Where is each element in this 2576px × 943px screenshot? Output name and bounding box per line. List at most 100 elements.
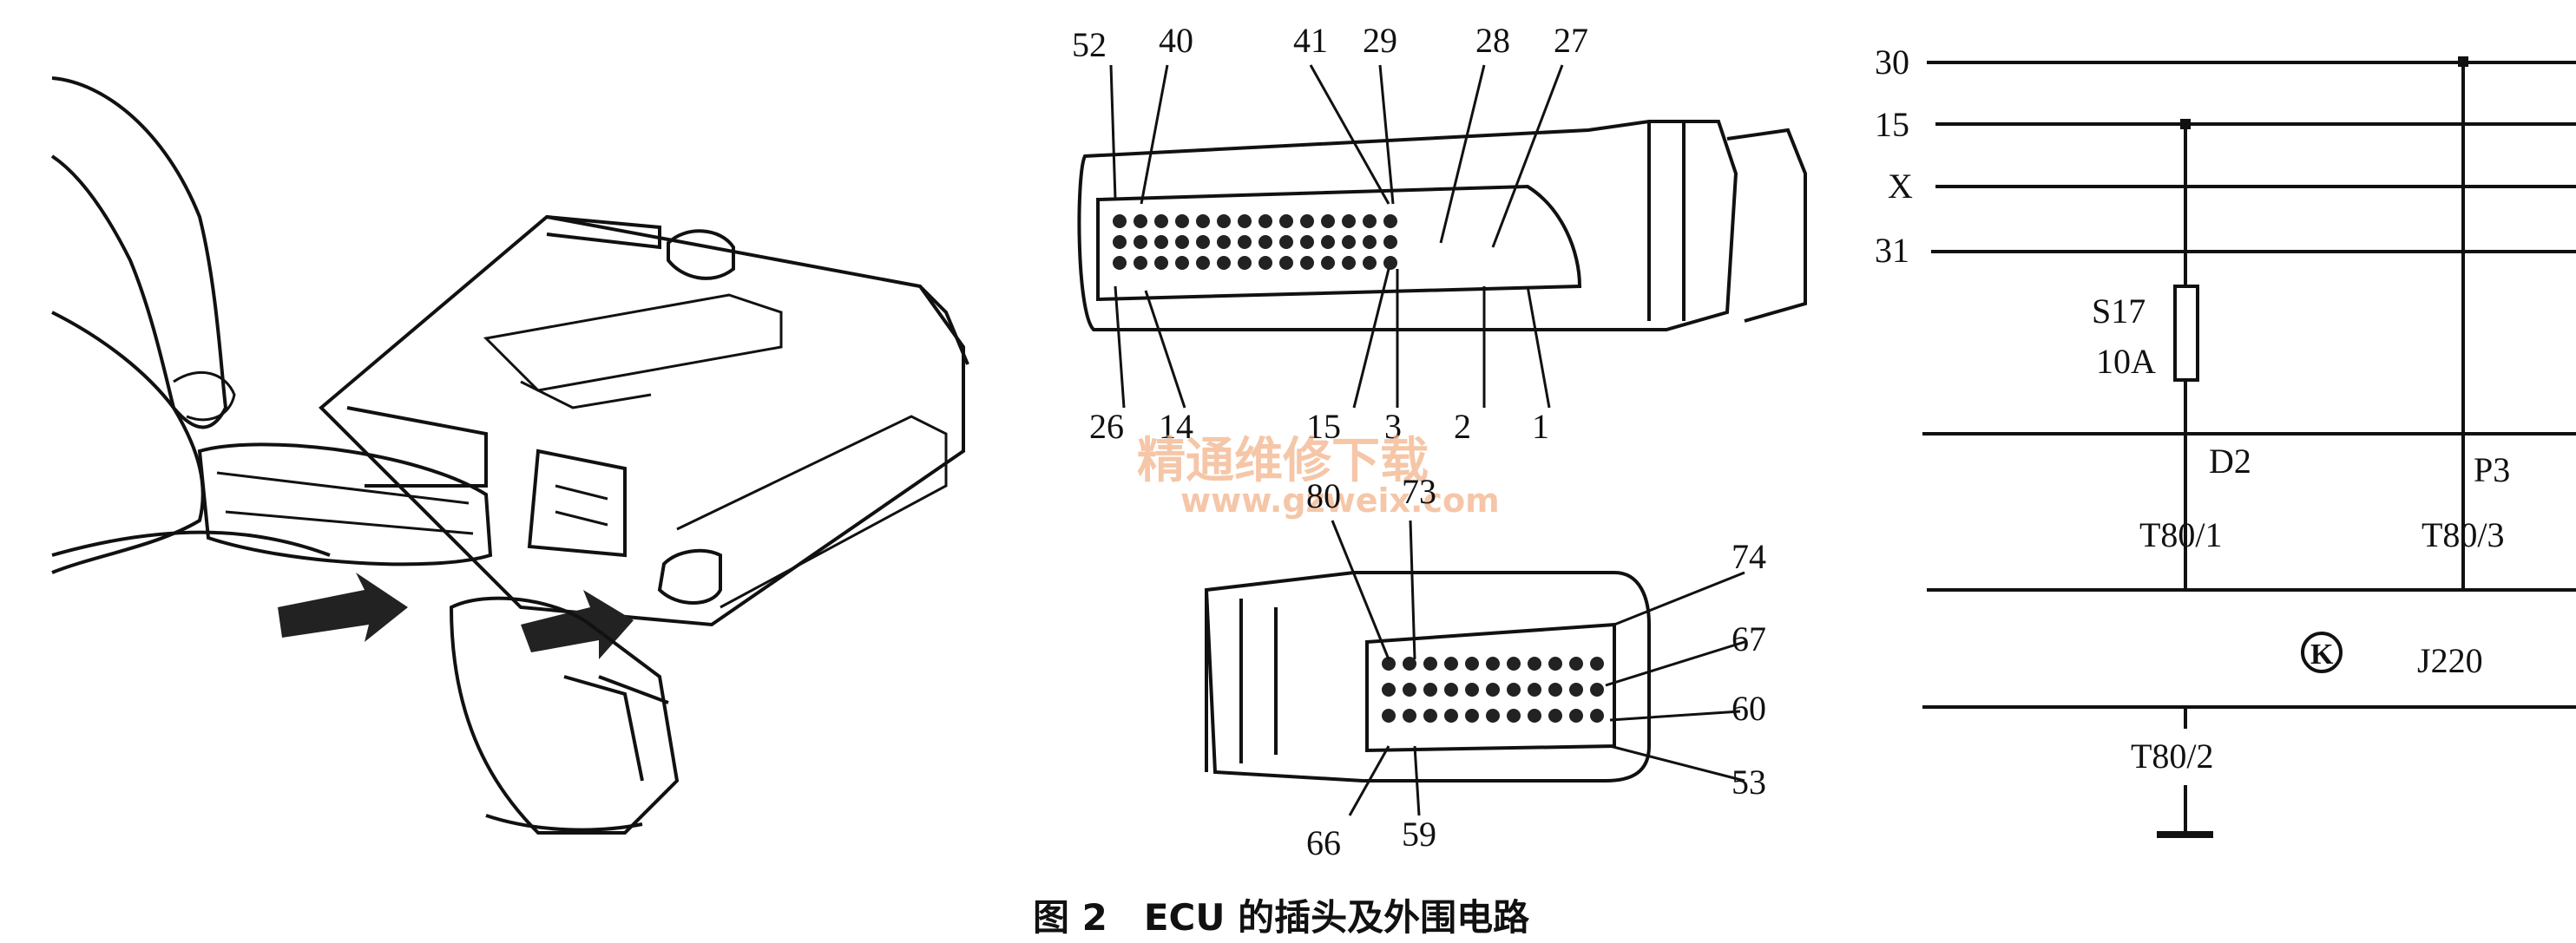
connector-top-pin [1258, 214, 1272, 228]
pin-label-73: 73 [1402, 472, 1436, 511]
connector-top-pin [1196, 235, 1210, 249]
connector-top-pin [1175, 214, 1189, 228]
pin-label-27: 27 [1554, 21, 1588, 60]
connector-bottom-pin [1507, 683, 1521, 697]
connector-top-pin [1238, 214, 1252, 228]
connector-top-pin [1321, 214, 1335, 228]
connector-bottom-latch [1205, 590, 1278, 772]
connector-top-leaders-below [1114, 268, 1551, 409]
plug-left-ribs [216, 471, 474, 535]
pull-arrow-right [521, 590, 634, 659]
connector-top-pin [1342, 214, 1356, 228]
connector-bottom-pin [1548, 657, 1562, 671]
connector-bottom-pin [1548, 709, 1562, 723]
connector-top-pin [1134, 235, 1147, 249]
connector-bottom-pin [1590, 709, 1604, 723]
plug-left [197, 442, 493, 566]
connector-top-pins [1113, 214, 1397, 270]
connector-top-pin [1217, 256, 1231, 270]
hand-left-fingers [51, 311, 205, 574]
connector-bottom-pin [1382, 683, 1396, 697]
connector-top-pin [1217, 214, 1231, 228]
rail-label-15: 15 [1875, 105, 1909, 144]
connector-bottom-pin [1569, 709, 1583, 723]
connector-top-pin [1300, 256, 1314, 270]
connector-bottom-pin [1486, 709, 1500, 723]
ecu-plate-shadow [520, 380, 652, 409]
connector-top-pin [1279, 256, 1293, 270]
pull-arrow-left [278, 573, 408, 642]
rail-label-30: 30 [1875, 43, 1909, 82]
connector-bottom-pin [1444, 709, 1458, 723]
ecu-mount-boss [667, 229, 735, 280]
pin-label-14: 14 [1159, 407, 1193, 446]
ecu-socket-pins [555, 484, 608, 527]
connector-top-pin [1279, 214, 1293, 228]
connector-bottom-pin [1486, 683, 1500, 697]
connector-bottom-housing [1204, 571, 1651, 783]
pin-label-74: 74 [1732, 537, 1766, 576]
pin-t80-3: T80/3 [2422, 515, 2505, 554]
connector-bottom-pin [1423, 709, 1437, 723]
connector-top-latch [1647, 121, 1686, 321]
wire-label-p3: P3 [2474, 450, 2510, 489]
connector-top-leaders-above [1109, 64, 1564, 248]
connector-top-pin [1217, 235, 1231, 249]
connector-top-pin [1113, 256, 1127, 270]
ecu-socket-right [527, 449, 627, 558]
connector-top-pin [1113, 235, 1127, 249]
connector-top-pin [1196, 214, 1210, 228]
plug-right [449, 596, 680, 835]
rail-label-31: 31 [1875, 231, 1909, 270]
connector-top-pin [1363, 256, 1377, 270]
connector-bottom-pin [1590, 683, 1604, 697]
connector-bottom-pin [1507, 709, 1521, 723]
pin-t80-2: T80/2 [2131, 737, 2214, 776]
wire-label-d2: D2 [2209, 442, 2251, 481]
connector-bottom-pin [1423, 683, 1437, 697]
connector-top-pin [1154, 256, 1168, 270]
connector-bottom-pin [1569, 683, 1583, 697]
pin-t80-1: T80/1 [2139, 515, 2223, 554]
connector-bottom-pin [1507, 657, 1521, 671]
connector-top-face [1096, 184, 1582, 302]
pin-label-41: 41 [1293, 21, 1328, 60]
rail-label-x: X [1888, 167, 1913, 206]
ecu-flange [676, 415, 948, 609]
pin-label-66: 66 [1306, 823, 1341, 862]
connector-top-pin [1258, 235, 1272, 249]
connector-bottom-pin [1423, 657, 1437, 671]
connector-top-pin [1342, 256, 1356, 270]
connector-top-pin [1154, 214, 1168, 228]
hand-left-thumbnail [173, 370, 236, 422]
connector-bottom-pin [1569, 657, 1583, 671]
connector-bottom-pin [1444, 657, 1458, 671]
connector-top-pin [1238, 256, 1252, 270]
pin-label-67: 67 [1732, 619, 1766, 658]
pin-label-28: 28 [1475, 21, 1510, 60]
circuit-diagram: 30 15 X 31 S17 10A D2 T80/1 P3 T80/3 K J… [1875, 43, 2576, 838]
connector-top-pin [1154, 235, 1168, 249]
connector-bottom-pin [1548, 683, 1562, 697]
connector-bottom-pin [1382, 709, 1396, 723]
pin-label-29: 29 [1363, 21, 1397, 60]
connector-bottom-pin [1403, 709, 1416, 723]
plug-right-ribs [563, 675, 669, 782]
ecu-socket-left [346, 406, 488, 488]
fuse-s17 [2173, 285, 2199, 382]
ecu-housing [319, 214, 965, 627]
connector-top-pin [1383, 214, 1397, 228]
pin-label-59: 59 [1402, 815, 1436, 854]
connector-top-pin [1342, 235, 1356, 249]
connector-bottom-pin [1590, 657, 1604, 671]
ecu-label-plate [483, 293, 783, 392]
hand-left-upper [50, 76, 228, 429]
watermark-title: 精通维修下载 [1137, 433, 1429, 489]
connector-bottom-pin [1444, 683, 1458, 697]
pin-label-52: 52 [1072, 25, 1107, 64]
connector-bottom-pin [1528, 683, 1541, 697]
pin-label-40: 40 [1159, 21, 1193, 60]
connector-bottom: 80 73 74 67 60 53 59 66 [1204, 472, 1766, 862]
connector-top-pin [1321, 235, 1335, 249]
